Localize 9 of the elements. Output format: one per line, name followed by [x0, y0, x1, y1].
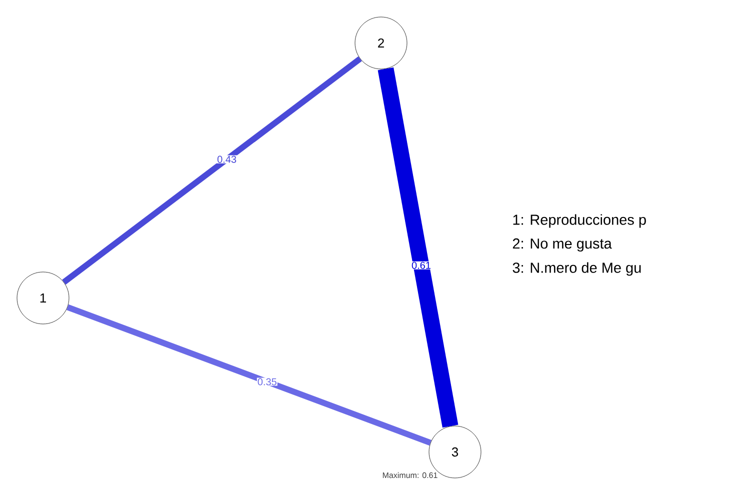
legend-text: 3: N.mero de Me gu — [512, 262, 641, 276]
edge-label: 0.35 — [256, 378, 278, 386]
edge-line — [62, 56, 362, 285]
legend-text: 2: No me gusta — [512, 238, 612, 252]
edge-line — [66, 304, 432, 446]
edge-label: 0.43 — [216, 155, 238, 164]
legend-text: 1: Reproducciones p — [513, 214, 646, 228]
edge-line — [378, 67, 458, 428]
edge-label: 0.61 — [411, 261, 432, 270]
